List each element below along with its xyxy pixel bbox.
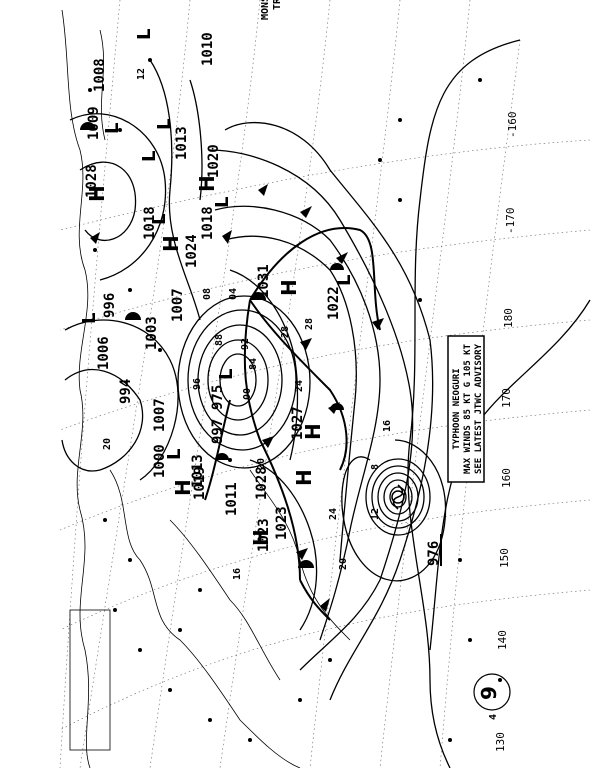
pressure-label: 1024	[184, 234, 200, 268]
pressure-label: 1020	[206, 144, 222, 178]
longitude-label: 170	[500, 388, 513, 408]
graticule	[59, 0, 591, 768]
advisory-note: SEE LATEST JTWC ADVISORY	[474, 343, 484, 474]
isobar-value: 00	[242, 388, 253, 400]
isobar-value: 88	[214, 334, 225, 346]
pressure-label: 996	[102, 293, 118, 318]
low-center: L	[149, 214, 170, 225]
longitude-label: 180	[502, 308, 515, 328]
pressure-label: 975	[210, 385, 226, 410]
low-center: L	[216, 369, 237, 380]
isobar-value: 24	[328, 508, 339, 520]
pressure-label: 997	[210, 419, 226, 444]
high-center: H	[159, 235, 183, 252]
high-center: H	[301, 423, 325, 440]
corner-label: TR	[272, 0, 283, 10]
pressure-labels: 1010 1008 1009 1013 1020 1018 1023 1024 …	[84, 32, 499, 720]
pressure-label: 1000	[152, 444, 168, 478]
front-symbols	[80, 122, 384, 612]
pressure-label: 1007	[170, 288, 186, 322]
isobar-value: 8	[370, 464, 381, 470]
longitude-label: 130	[494, 732, 507, 752]
advisory-title: TYPHOON NEOGURI	[452, 368, 462, 449]
isobar-value: 12	[136, 68, 147, 80]
isobar-value: 20	[338, 558, 349, 570]
isobar-value: 96	[192, 378, 203, 390]
pressure-label: 1006	[96, 336, 112, 370]
pressure-label: 1023	[274, 506, 290, 540]
pressure-label: 1019	[192, 466, 208, 500]
pressure-label: 1010	[200, 32, 216, 66]
low-center: L	[154, 119, 175, 130]
longitude-label: 150	[498, 548, 511, 568]
pressure-label: 1011	[224, 482, 240, 516]
isobar-value: 28	[280, 326, 291, 338]
corner-label: MONS	[260, 0, 271, 20]
fronts	[204, 227, 381, 621]
high-center: H	[277, 279, 301, 296]
low-center: L	[139, 151, 160, 162]
longitude-label: -170	[504, 208, 517, 235]
high-center: H	[249, 529, 273, 546]
coastline	[61, 9, 351, 768]
isobar-value: 12	[370, 508, 381, 520]
typhoon-pressure: 976	[426, 541, 442, 566]
pressure-label: 1003	[144, 316, 160, 350]
pressure-label: 1028	[254, 466, 270, 500]
high-center: H	[195, 175, 219, 192]
isobar-value: 08	[202, 288, 213, 300]
isobar-value: 28	[304, 318, 315, 330]
longitude-label: 160	[500, 468, 513, 488]
low-center: L	[134, 29, 155, 40]
isobar-value: 84	[248, 358, 259, 370]
isobar-value: 92	[240, 338, 251, 350]
pressure-label: 1008	[92, 58, 108, 92]
typhoon-center: 976	[391, 484, 442, 566]
longitude-label: 140	[496, 630, 509, 650]
isobar-value: 04	[228, 288, 239, 300]
isobar-value: 4	[488, 714, 499, 720]
pressure-label: 1013	[174, 126, 190, 160]
isobar-value: 16	[382, 420, 393, 432]
pressure-label: 1022	[326, 286, 342, 320]
low-center: L	[79, 313, 100, 324]
pressure-label: 1007	[152, 398, 168, 432]
pressure-label: 1031	[256, 264, 272, 298]
longitude-labels: -160 -170 180 170 160 150 140 130	[494, 112, 519, 753]
isobar-value: 16	[232, 568, 243, 580]
typhoon-pressure-underline	[440, 534, 442, 566]
typhoon-advisory-box: TYPHOON NEOGURI MAX WINDS 85 KT G 105 KT…	[447, 335, 485, 483]
pressure-label: 1018	[200, 206, 216, 240]
station-plots	[88, 58, 502, 742]
isobar-value: 20	[102, 438, 113, 450]
pressure-label: 1028	[84, 164, 100, 198]
advisory-winds: MAX WINDS 85 KT G 105 KT	[463, 343, 473, 474]
pressure-label: 1023	[256, 518, 272, 552]
pressure-label: 994	[118, 379, 134, 404]
high-center: H	[292, 469, 316, 486]
pressure-label: 1027	[290, 406, 306, 440]
tropical-symbol-number: 9	[477, 686, 501, 700]
isobar-value: 24	[294, 380, 305, 392]
pressure-label: 1009	[86, 106, 102, 140]
legend-box	[69, 609, 111, 751]
low-center: L	[102, 123, 123, 134]
high-center: H	[85, 185, 109, 202]
pressure-label: 1013	[190, 454, 206, 488]
low-center: L	[164, 449, 185, 460]
pressure-centers: H H H H H H H H L L L L L L L L L L	[79, 29, 355, 546]
isobar-value: 20	[256, 458, 267, 470]
longitude-label: -160	[506, 112, 519, 139]
low-center: L	[334, 275, 355, 286]
low-center: L	[212, 197, 233, 208]
tropical-symbol: 9	[473, 673, 511, 711]
typhoon-icon	[391, 484, 405, 510]
isobar-values: 12 08 96 84 92 00 20 24 20 16 88 04 28	[102, 68, 339, 580]
pressure-label: 1018	[142, 206, 158, 240]
high-center: H	[171, 479, 195, 496]
